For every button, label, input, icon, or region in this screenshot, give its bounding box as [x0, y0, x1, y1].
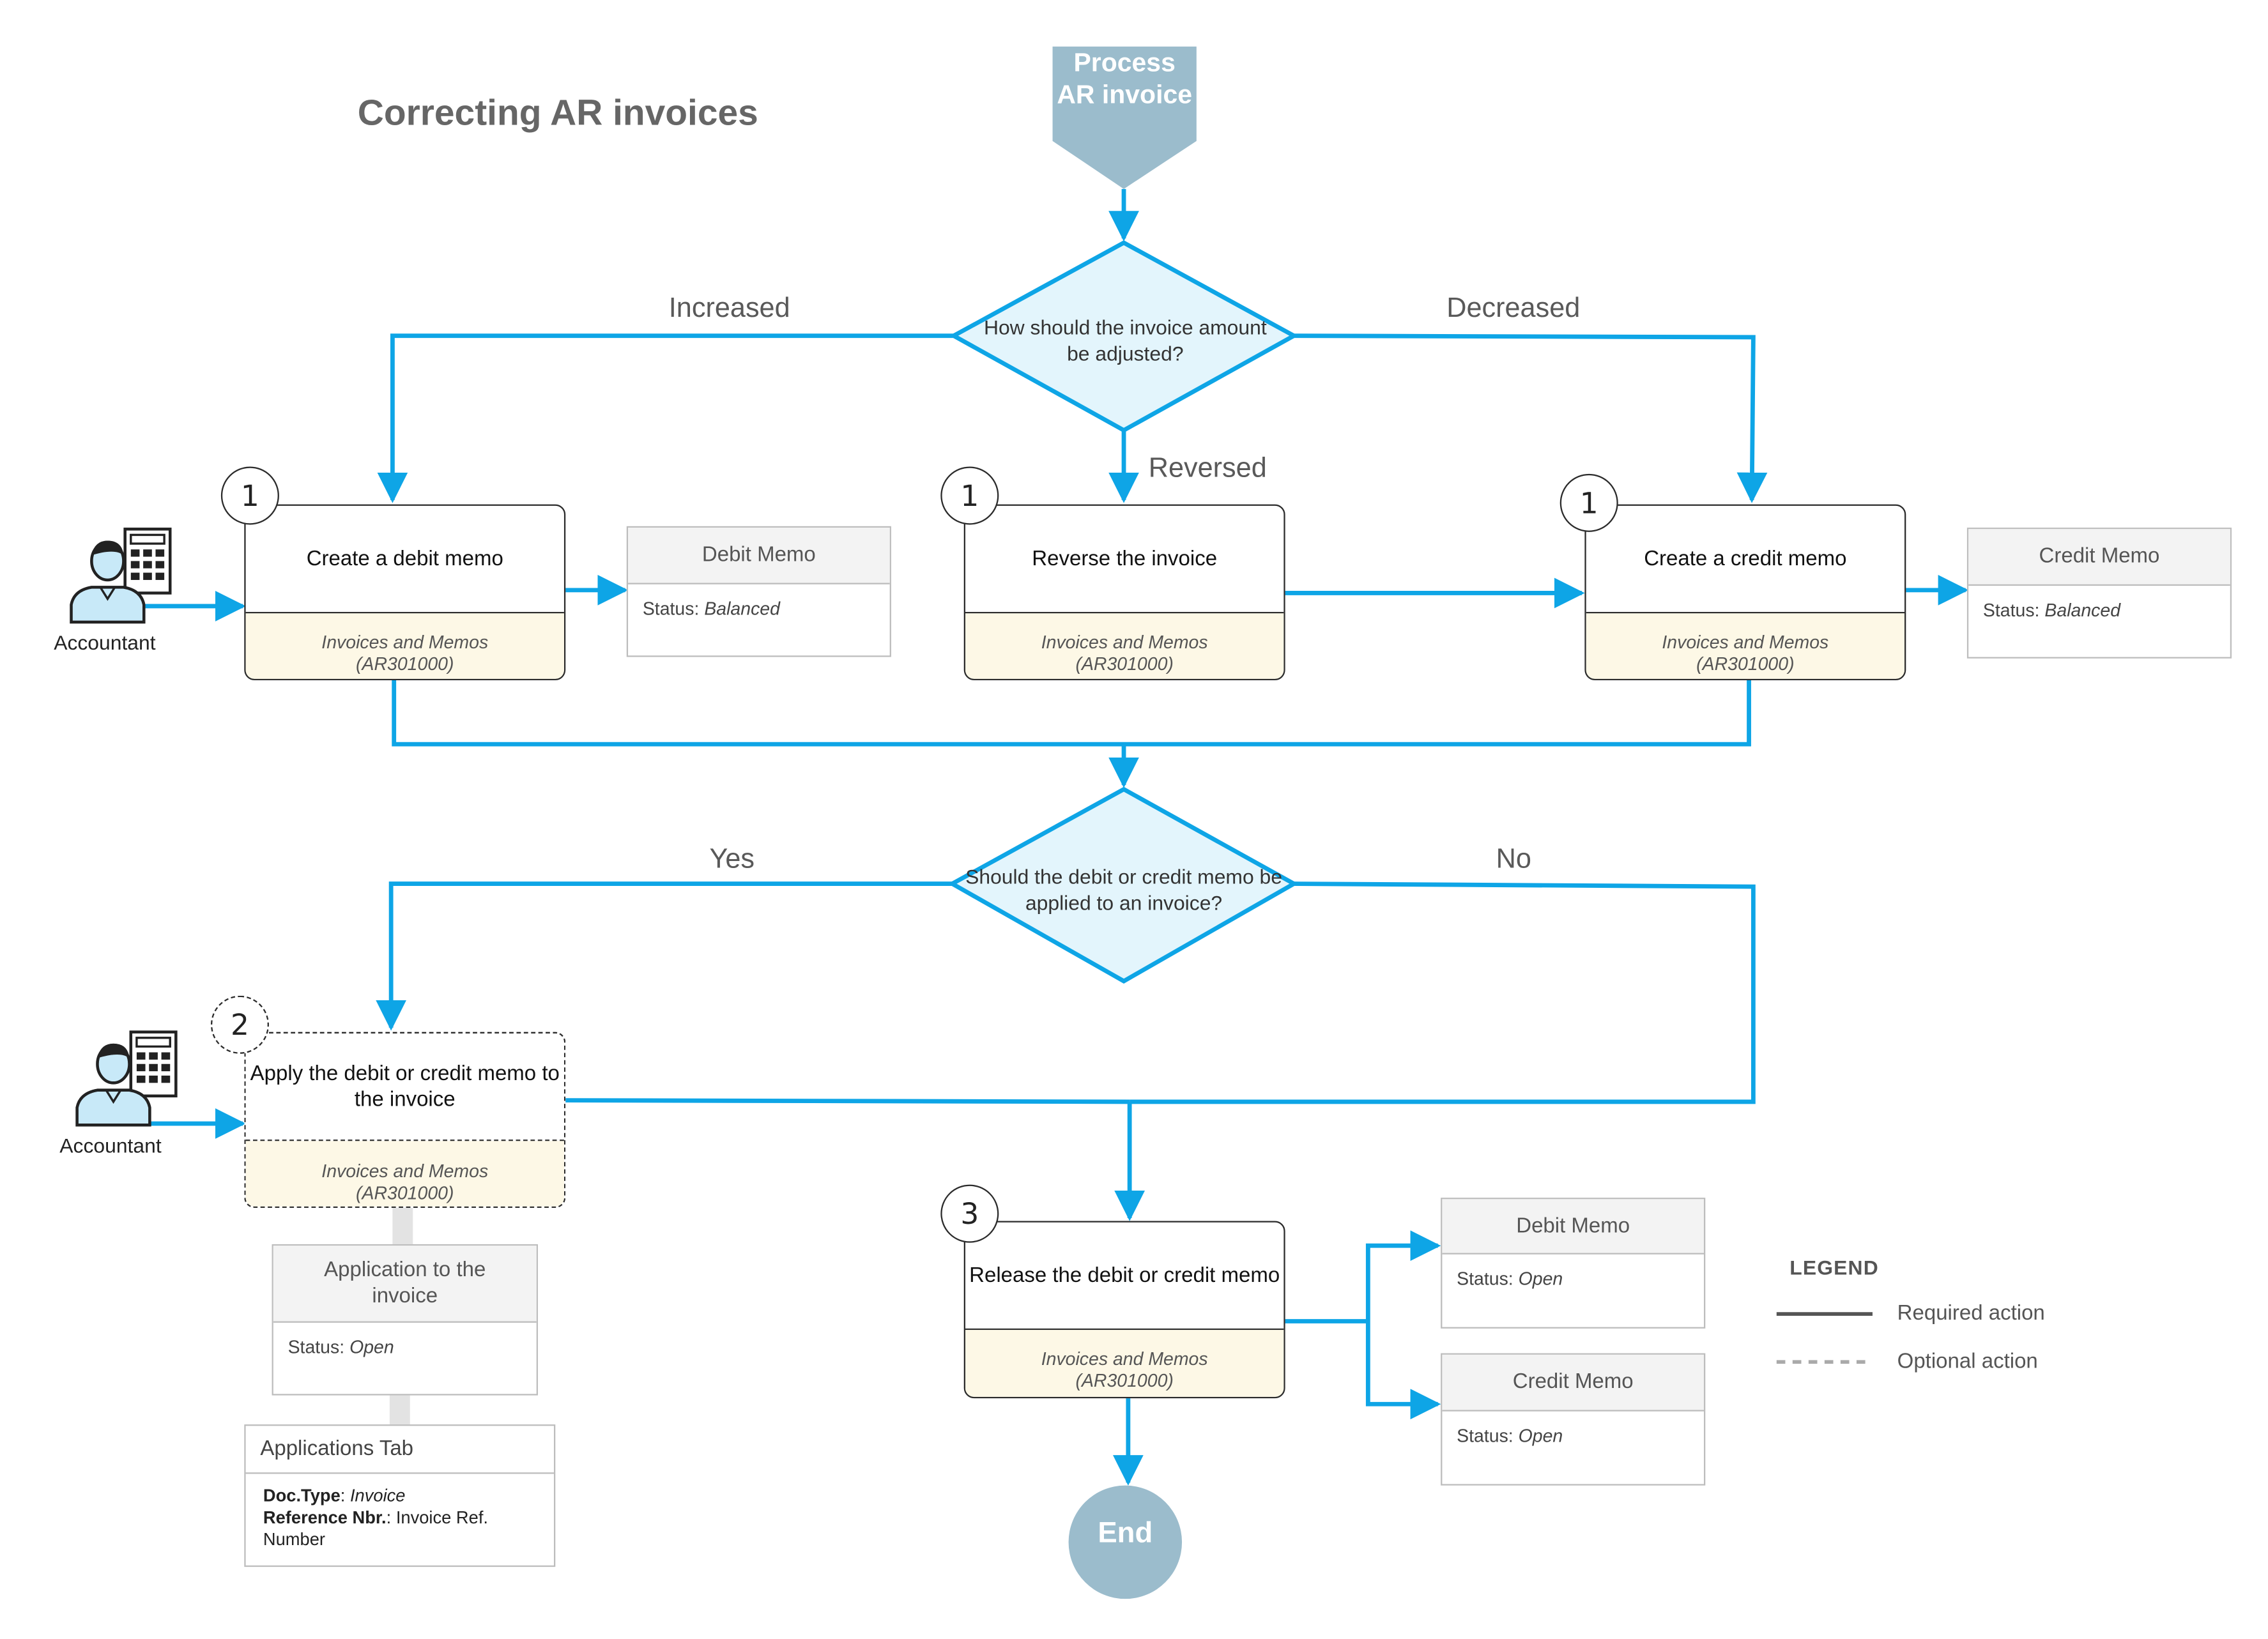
- doc-status: Status: Open: [1442, 1412, 1704, 1463]
- step-apply-memo: Apply the debit or credit memo to the in…: [244, 1032, 566, 1208]
- applications-tab-fields: Doc.Type: Invoice Reference Nbr.: Invoic…: [246, 1474, 554, 1562]
- applications-tab-card: Applications Tab Doc.Type: Invoice Refer…: [244, 1424, 556, 1567]
- step-create-credit-memo: Create a credit memo Invoices and Memos …: [1584, 504, 1906, 680]
- branch-no-label: No: [1496, 844, 1531, 875]
- status-value: Open: [1518, 1269, 1563, 1290]
- status-label: Status:: [1457, 1269, 1513, 1290]
- doc-credit-memo-open: Credit Memo Status: Open: [1441, 1353, 1706, 1486]
- status-label: Status:: [1457, 1426, 1513, 1447]
- start-terminal-label: Process AR invoice: [1057, 48, 1193, 109]
- form-name: Invoices and Memos: [1041, 1348, 1208, 1369]
- step-number-badge: 2: [210, 995, 269, 1054]
- decision2-question: Should the debit or credit memo be appli…: [965, 864, 1282, 915]
- legend-optional-label: Optional action: [1897, 1350, 2038, 1374]
- status-value: Open: [1518, 1426, 1563, 1447]
- step-label: Create a credit memo: [1586, 506, 1905, 614]
- doc-type-value: Invoice: [349, 1485, 406, 1506]
- doc-title: Credit Memo: [1442, 1354, 1705, 1412]
- line-no: [1130, 881, 1756, 1104]
- page-title: Correcting AR invoices: [357, 93, 758, 134]
- end-terminal-label: End: [1098, 1517, 1153, 1550]
- step-create-debit-memo: Create a debit memo Invoices and Memos (…: [244, 504, 566, 680]
- step-label: Release the debit or credit memo: [965, 1223, 1284, 1330]
- status-value: Open: [349, 1337, 394, 1358]
- doc-title: Application to the invoice: [273, 1246, 537, 1323]
- doc-status: Status: Balanced: [628, 584, 890, 636]
- form-reference: Invoices and Memos (AR301000): [245, 613, 564, 679]
- connector-apply-to-app: [392, 1208, 413, 1246]
- branch-decreased-label: Decreased: [1446, 293, 1581, 324]
- step-number-badge: 3: [940, 1184, 999, 1243]
- form-name: Invoices and Memos: [321, 632, 489, 653]
- arrow-release-to-debit: [1365, 1230, 1441, 1322]
- accountant-label: Accountant: [54, 630, 156, 655]
- line-apply-to-release: [565, 1098, 1130, 1104]
- step-reverse-invoice: Reverse the invoice Invoices and Memos (…: [963, 504, 1285, 680]
- start-terminal-shape: [1052, 46, 1197, 189]
- status-label: Status:: [287, 1337, 345, 1358]
- form-id: (AR301000): [356, 1183, 454, 1204]
- step-number-badge: 1: [1559, 473, 1618, 532]
- doc-title: Credit Memo: [1968, 529, 2230, 586]
- doc-title: Debit Memo: [1442, 1199, 1705, 1254]
- step-number-badge: 1: [220, 466, 279, 525]
- branch-increased-label: Increased: [668, 293, 790, 324]
- doc-status: Status: Open: [273, 1323, 537, 1374]
- status-label: Status:: [642, 598, 700, 620]
- doc-type-row: Doc.Type: Invoice: [263, 1485, 406, 1506]
- step-label: Apply the debit or credit memo to the in…: [245, 1033, 564, 1141]
- arrow-release-to-credit: [1365, 1321, 1441, 1420]
- doc-title: Debit Memo: [628, 528, 890, 584]
- merge-line: [392, 680, 1751, 747]
- decision1-shape: [949, 240, 1299, 433]
- connector-app-to-tab: [389, 1395, 410, 1426]
- decision2-shape: [947, 786, 1299, 984]
- accountant-icon: [70, 528, 172, 624]
- form-name: Invoices and Memos: [1041, 632, 1208, 653]
- arrow-decreased: [1294, 333, 1768, 503]
- reference-value: Invoice Ref. Number: [263, 1507, 489, 1550]
- doc-status: Status: Balanced: [1968, 586, 2230, 637]
- form-name: Invoices and Memos: [1662, 632, 1829, 653]
- doc-type-label: Doc.Type: [263, 1485, 341, 1506]
- doc-debit-memo-balanced: Debit Memo Status: Balanced: [626, 526, 891, 657]
- form-reference: Invoices and Memos (AR301000): [965, 613, 1284, 679]
- doc-credit-memo-balanced: Credit Memo Status: Balanced: [1966, 528, 2232, 659]
- arrow-yes: [376, 881, 953, 1031]
- applications-tab-title: Applications Tab: [245, 1426, 555, 1474]
- accountant-icon: [75, 1030, 178, 1127]
- form-id: (AR301000): [1075, 654, 1174, 675]
- form-reference: Invoices and Memos (AR301000): [965, 1330, 1284, 1397]
- form-id: (AR301000): [1696, 654, 1795, 675]
- step-label: Reverse the invoice: [965, 506, 1284, 614]
- status-value: Balanced: [2044, 600, 2121, 621]
- form-id: (AR301000): [356, 654, 454, 675]
- doc-status: Status: Open: [1442, 1254, 1704, 1306]
- arrow-increased: [377, 333, 954, 503]
- status-label: Status:: [1982, 600, 2040, 621]
- doc-application: Application to the invoice Status: Open: [272, 1244, 538, 1396]
- legend-heading: LEGEND: [1789, 1256, 1879, 1279]
- branch-yes-label: Yes: [709, 844, 755, 875]
- form-reference: Invoices and Memos (AR301000): [1586, 613, 1905, 679]
- accountant-label: Accountant: [59, 1133, 162, 1157]
- reference-row: Reference Nbr.: Invoice Ref. Number: [263, 1507, 489, 1550]
- step-label: Create a debit memo: [245, 506, 564, 614]
- form-name: Invoices and Memos: [321, 1161, 489, 1182]
- step-number-badge: 1: [940, 466, 999, 525]
- step-release-memo: Release the debit or credit memo Invoice…: [963, 1221, 1285, 1399]
- legend-required-label: Required action: [1897, 1302, 2045, 1326]
- branch-reversed-label: Reversed: [1148, 453, 1267, 484]
- decision1-question: How should the invoice amount be adjuste…: [983, 315, 1267, 365]
- form-id: (AR301000): [1075, 1370, 1174, 1391]
- form-reference: Invoices and Memos (AR301000): [245, 1141, 564, 1207]
- reference-label: Reference Nbr.: [263, 1507, 387, 1528]
- doc-debit-memo-open: Debit Memo Status: Open: [1441, 1198, 1706, 1329]
- status-value: Balanced: [704, 598, 780, 620]
- end-terminal-shape: [1068, 1485, 1183, 1599]
